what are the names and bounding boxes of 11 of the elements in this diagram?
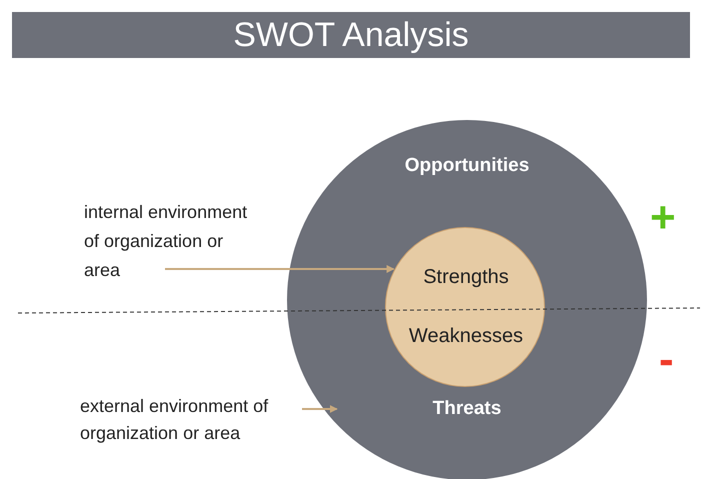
minus-sign: -: [659, 338, 674, 382]
arrow: [165, 265, 395, 273]
quadrant-label: Opportunities: [404, 155, 530, 177]
plus-sign: +: [650, 196, 676, 240]
annotation-text: internal environment of organization or area: [84, 198, 252, 285]
quadrant-label: Strengths: [423, 266, 509, 289]
annotation-text: external environment of organization or area: [80, 393, 302, 447]
arrow: [302, 405, 338, 413]
quadrant-label: Weaknesses: [408, 325, 524, 348]
quadrant-label: Threats: [432, 398, 502, 420]
title-banner: SWOT Analysis: [12, 12, 690, 58]
